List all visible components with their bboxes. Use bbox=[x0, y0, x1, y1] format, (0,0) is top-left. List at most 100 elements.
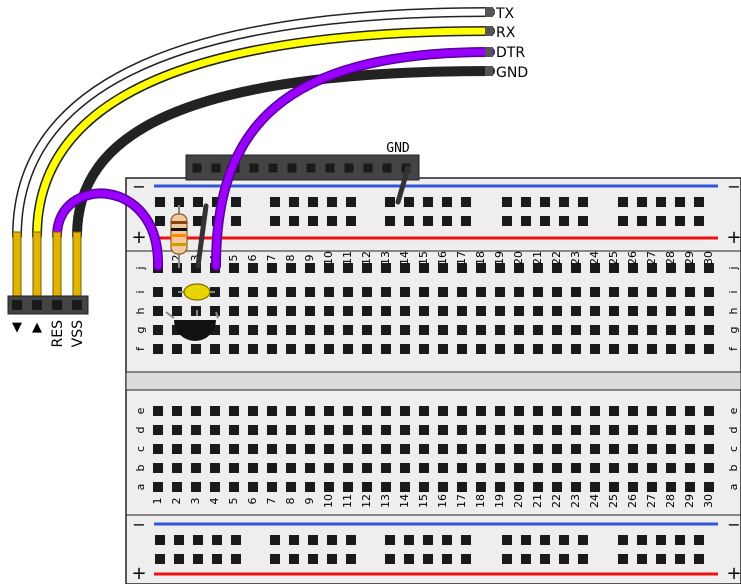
connector-header bbox=[7, 231, 89, 315]
rail-hole-1-3-4 bbox=[578, 216, 588, 226]
hole-f-16 bbox=[438, 344, 448, 354]
hole-f-22 bbox=[552, 344, 562, 354]
rail-hole-0-2-1 bbox=[404, 197, 414, 207]
hole-i-6 bbox=[248, 287, 258, 297]
hole-b-18 bbox=[476, 463, 486, 473]
hole-j-14 bbox=[400, 263, 410, 273]
header-pin-5 bbox=[268, 163, 278, 173]
row-label-left-j: j bbox=[134, 266, 147, 270]
column-label-top-29: 29 bbox=[683, 251, 696, 265]
hole-a-16 bbox=[438, 482, 448, 492]
hole-e-24 bbox=[590, 406, 600, 416]
hole-a-26 bbox=[628, 482, 638, 492]
hole-b-14 bbox=[400, 463, 410, 473]
hole-a-9 bbox=[305, 482, 315, 492]
rail-hole-0-4-1 bbox=[637, 197, 647, 207]
hole-b-7 bbox=[267, 463, 277, 473]
hole-i-16 bbox=[438, 287, 448, 297]
hole-d-19 bbox=[495, 425, 505, 435]
center-channel bbox=[125, 371, 741, 391]
hole-h-8 bbox=[286, 306, 296, 316]
resistor-band-2 bbox=[171, 228, 187, 231]
rail-hole-0-2-0 bbox=[385, 197, 395, 207]
header-pin-8 bbox=[325, 163, 335, 173]
resistor-band-4 bbox=[171, 243, 187, 246]
header-pin-9 bbox=[344, 163, 354, 173]
hole-e-25 bbox=[609, 406, 619, 416]
hole-f-28 bbox=[666, 344, 676, 354]
rail-hole-0-1-2 bbox=[308, 197, 318, 207]
hole-f-24 bbox=[590, 344, 600, 354]
arrow-up-icon: ▲ bbox=[32, 320, 42, 335]
hole-j-11 bbox=[343, 263, 353, 273]
hole-e-30 bbox=[704, 406, 714, 416]
hole-c-15 bbox=[419, 444, 429, 454]
hole-i-26 bbox=[628, 287, 638, 297]
tx-wire-tip bbox=[485, 7, 493, 17]
hole-c-30 bbox=[704, 444, 714, 454]
black-jumper bbox=[195, 203, 209, 269]
hole-b-6 bbox=[248, 463, 258, 473]
hole-g-12 bbox=[362, 325, 372, 335]
hole-j-15 bbox=[419, 263, 429, 273]
hole-a-5 bbox=[229, 482, 239, 492]
hole-e-4 bbox=[210, 406, 220, 416]
rail-hole-0-1-3 bbox=[327, 197, 337, 207]
hole-h-5 bbox=[229, 306, 239, 316]
hole-c-2 bbox=[172, 444, 182, 454]
hole-g-28 bbox=[666, 325, 676, 335]
connector-pin-4 bbox=[72, 231, 82, 297]
row-label-right-a: a bbox=[727, 484, 740, 491]
hole-d-18 bbox=[476, 425, 486, 435]
hole-b-11 bbox=[343, 463, 353, 473]
column-label-top-30: 30 bbox=[702, 251, 715, 265]
hole-b-3 bbox=[191, 463, 201, 473]
header-pin-1 bbox=[192, 163, 202, 173]
hole-h-29 bbox=[685, 306, 695, 316]
row-label-right-d: d bbox=[727, 427, 740, 434]
row-label-left-c: c bbox=[134, 446, 147, 452]
hole-d-1 bbox=[153, 425, 163, 435]
hole-h-24 bbox=[590, 306, 600, 316]
rail-hole-1-2-1 bbox=[404, 216, 414, 226]
hole-j-21 bbox=[533, 263, 543, 273]
resistor bbox=[170, 205, 188, 268]
hole-a-19 bbox=[495, 482, 505, 492]
rail-hole-0-1-0 bbox=[270, 197, 280, 207]
hole-f-23 bbox=[571, 344, 581, 354]
hole-f-11 bbox=[343, 344, 353, 354]
hole-f-15 bbox=[419, 344, 429, 354]
hole-i-23 bbox=[571, 287, 581, 297]
column-label-top-12: 12 bbox=[360, 251, 373, 265]
rail-hole-3-3-0 bbox=[502, 554, 512, 564]
hole-f-7 bbox=[267, 344, 277, 354]
hole-d-8 bbox=[286, 425, 296, 435]
hole-j-8 bbox=[286, 263, 296, 273]
rail-hole-1-1-1 bbox=[289, 216, 299, 226]
column-label-top-11: 11 bbox=[341, 251, 354, 265]
hole-i-25 bbox=[609, 287, 619, 297]
hole-d-25 bbox=[609, 425, 619, 435]
hole-g-26 bbox=[628, 325, 638, 335]
hole-e-11 bbox=[343, 406, 353, 416]
dtr-wire bbox=[212, 48, 494, 270]
row-label-left-i: i bbox=[134, 290, 147, 293]
column-label-top-17: 17 bbox=[455, 251, 468, 265]
hole-d-28 bbox=[666, 425, 676, 435]
hole-d-6 bbox=[248, 425, 258, 435]
connector-pin-2 bbox=[32, 231, 42, 297]
rail-hole-3-0-3 bbox=[212, 554, 222, 564]
rail-hole-2-3-4 bbox=[578, 535, 588, 545]
rail-hole-1-3-2 bbox=[540, 216, 550, 226]
hole-d-10 bbox=[324, 425, 334, 435]
connector-socket-3 bbox=[52, 300, 62, 310]
hole-b-16 bbox=[438, 463, 448, 473]
hole-i-7 bbox=[267, 287, 277, 297]
hole-j-5 bbox=[229, 263, 239, 273]
hole-a-2 bbox=[172, 482, 182, 492]
rail-hole-2-3-0 bbox=[502, 535, 512, 545]
column-label-bottom-27: 27 bbox=[645, 494, 658, 508]
column-label-bottom-13: 13 bbox=[379, 494, 392, 508]
hole-h-23 bbox=[571, 306, 581, 316]
rail-hole-2-4-0 bbox=[618, 535, 628, 545]
